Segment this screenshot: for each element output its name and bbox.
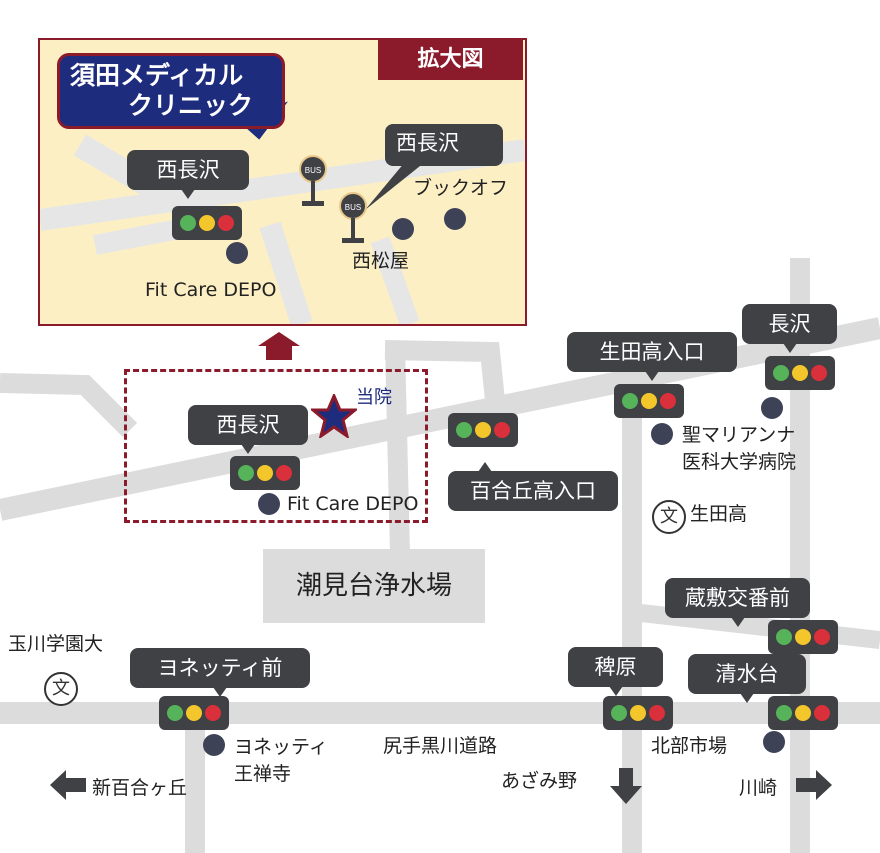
inset-bookoff-marker (444, 208, 466, 230)
inset-signal-label-nishinagasawa: 西長沢 (127, 150, 249, 199)
arrow-down-icon (610, 768, 642, 804)
yonetti-label-line1: ヨネッティ (234, 736, 328, 758)
inset-fitcare-marker (226, 242, 248, 264)
bus-stop-icon-text: BUS (345, 203, 361, 212)
kawasaki-label: 川崎 (739, 777, 778, 799)
inset-title: 拡大図 (378, 40, 523, 80)
azamino-label: あざみ野 (501, 770, 578, 792)
bus-stop-icon: BUS (299, 155, 327, 206)
fitcare-label: Fit Care DEPO (287, 493, 419, 515)
inset-nishimatsuya-label: 西松屋 (352, 250, 410, 272)
arrow-right-icon (796, 770, 832, 800)
signal-label-seisuidai: 清水台 (688, 654, 806, 703)
clinic-callout: 須田メディカル クリニック (57, 53, 285, 129)
our-clinic-label: 当院 (356, 387, 392, 408)
bus-stop-icon: BUS (339, 192, 367, 243)
st-marianna-label-line2: 医科大学病院 (682, 451, 797, 473)
traffic-light-icon (768, 620, 838, 654)
nagasawa-marker (761, 397, 783, 419)
road-clinic-branch (384, 340, 505, 402)
inset-road-vertical (259, 221, 313, 324)
inset-bus-stop-label: 西長沢 (396, 131, 459, 155)
signal-label-nagasawa: 長沢 (742, 304, 837, 353)
traffic-light-icon (768, 696, 838, 730)
traffic-light-icon (765, 356, 835, 390)
arrow-up-icon (258, 332, 300, 360)
shin-yurigaoka-label: 新百合ヶ丘 (92, 777, 188, 799)
yonetti-marker (203, 734, 225, 756)
inset-traffic-light-icon (172, 206, 242, 240)
school-icon: 文 (652, 500, 686, 534)
inset-bookoff-label: ブックオフ (413, 177, 509, 199)
yonetti-label-line2: 王禅寺 (234, 763, 292, 785)
bus-stop-icon-text: BUS (305, 166, 321, 175)
signal-label-kurashiki: 蔵敷交番前 (665, 578, 810, 627)
inset-road-vertical2 (370, 236, 420, 324)
tamagawa-label: 玉川学園大 (8, 633, 104, 655)
clinic-name-line1: 須田メディカル (70, 61, 244, 90)
traffic-light-icon (230, 456, 300, 490)
clinic-star-icon (311, 394, 357, 438)
traffic-light-icon (159, 696, 229, 730)
traffic-light-icon (614, 384, 684, 418)
ushiomidai-plant-label: 潮見台浄水場 (263, 549, 485, 623)
st-marianna-marker (651, 423, 673, 445)
signal-label-nishinagasawa: 西長沢 (188, 405, 308, 454)
school-icon: 文 (44, 672, 78, 706)
traffic-light-icon (448, 413, 518, 447)
signal-label-yurigaoka-entrance: 百合丘高入口 (448, 462, 618, 511)
clinic-name-line2: クリニック (128, 91, 254, 120)
signal-label-hiehara: 稗原 (568, 647, 663, 696)
signal-label-yonetti-mae: ヨネッティ前 (130, 648, 310, 697)
st-marianna-label-line1: 聖マリアンナ (682, 424, 796, 446)
fitcare-marker (258, 493, 280, 515)
clinic-area-outline (124, 369, 428, 523)
road-upper-left (0, 373, 138, 438)
road-name-label: 尻手黒川道路 (383, 735, 498, 757)
hokubu-market-marker (763, 731, 785, 753)
inset-fitcare-label: Fit Care DEPO (145, 279, 277, 301)
inset-nishimatsuya-marker (392, 218, 414, 240)
hokubu-market-label: 北部市場 (651, 735, 728, 757)
arrow-left-icon (50, 770, 86, 800)
traffic-light-icon (603, 696, 673, 730)
ikuta-high-label: 生田高 (690, 503, 748, 525)
signal-label-ikuta-entrance: 生田高入口 (567, 332, 737, 381)
inset-bus-callout (365, 124, 503, 210)
